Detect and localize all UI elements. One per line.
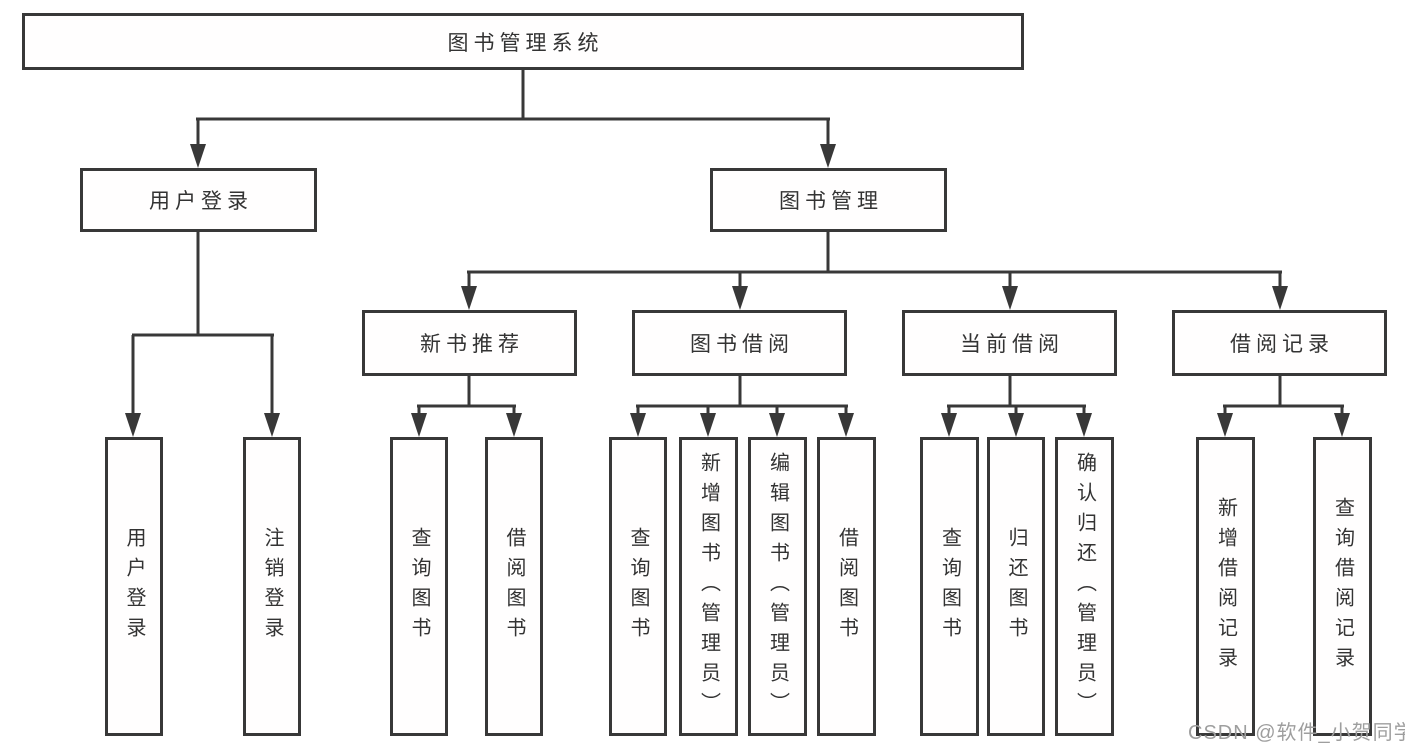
connectors-current-borrow xyxy=(941,376,1092,437)
leaf-add-books-admin: 新增图书（管理员） xyxy=(679,437,738,736)
node-new-book-recommend-label: 新书推荐 xyxy=(420,333,524,356)
node-root-label: 图书管理系统 xyxy=(447,31,604,55)
leaf-borrow-books-1: 借阅图书 xyxy=(485,437,543,736)
leaf-add-borrow-record: 新增借阅记录 xyxy=(1196,437,1255,736)
node-book-borrow: 图书借阅 xyxy=(632,310,847,376)
node-book-management-label: 图书管理 xyxy=(779,190,883,213)
csdn-watermark: CSDN @软件_小贺同学 xyxy=(1188,722,1405,744)
leaf-query-borrow-record: 查询借阅记录 xyxy=(1313,437,1372,736)
node-borrow-record: 借阅记录 xyxy=(1172,310,1387,376)
leaf-query-books-3-label: 查询图书 xyxy=(938,526,961,647)
node-user-login-label: 用户登录 xyxy=(149,190,253,213)
leaf-user-login: 用户登录 xyxy=(105,437,163,736)
connectors-book-borrow xyxy=(630,376,854,437)
node-new-book-recommend: 新书推荐 xyxy=(362,310,577,376)
leaf-edit-books-admin: 编辑图书（管理员） xyxy=(748,437,807,736)
leaf-return-books: 归还图书 xyxy=(987,437,1045,736)
leaf-return-books-label: 归还图书 xyxy=(1005,526,1027,647)
leaf-borrow-books-2: 借阅图书 xyxy=(817,437,876,736)
leaf-logout-label: 注销登录 xyxy=(261,526,283,647)
leaf-user-login-label: 用户登录 xyxy=(123,526,145,647)
connectors-borrow-record xyxy=(1217,376,1350,437)
node-borrow-record-label: 借阅记录 xyxy=(1230,333,1334,356)
connectors-book-management xyxy=(461,232,1288,310)
leaf-borrow-books-1-label: 借阅图书 xyxy=(503,526,525,647)
node-current-borrow-label: 当前借阅 xyxy=(960,333,1064,356)
connectors-new-book xyxy=(411,376,522,437)
node-root-library-system: 图书管理系统 xyxy=(22,13,1024,70)
leaf-query-books-2-label: 查询图书 xyxy=(627,526,649,647)
node-user-login: 用户登录 xyxy=(80,168,317,232)
leaf-query-books-3: 查询图书 xyxy=(920,437,979,736)
leaf-add-books-admin-label: 新增图书（管理员） xyxy=(697,451,720,722)
leaf-borrow-books-2-label: 借阅图书 xyxy=(835,526,858,647)
node-current-borrow: 当前借阅 xyxy=(902,310,1117,376)
connectors-user-login xyxy=(125,232,280,437)
connectors-root xyxy=(190,70,836,168)
node-book-borrow-label: 图书借阅 xyxy=(690,333,794,356)
leaf-query-books-1-label: 查询图书 xyxy=(408,526,430,647)
leaf-confirm-return-admin: 确认归还（管理员） xyxy=(1055,437,1114,736)
node-book-management: 图书管理 xyxy=(710,168,947,232)
leaf-logout: 注销登录 xyxy=(243,437,301,736)
leaf-query-books-1: 查询图书 xyxy=(390,437,448,736)
leaf-query-books-2: 查询图书 xyxy=(609,437,667,736)
leaf-add-borrow-record-label: 新增借阅记录 xyxy=(1214,496,1237,677)
leaf-query-borrow-record-label: 查询借阅记录 xyxy=(1331,496,1354,677)
leaf-confirm-return-admin-label: 确认归还（管理员） xyxy=(1073,451,1096,722)
leaf-edit-books-admin-label: 编辑图书（管理员） xyxy=(766,451,789,722)
